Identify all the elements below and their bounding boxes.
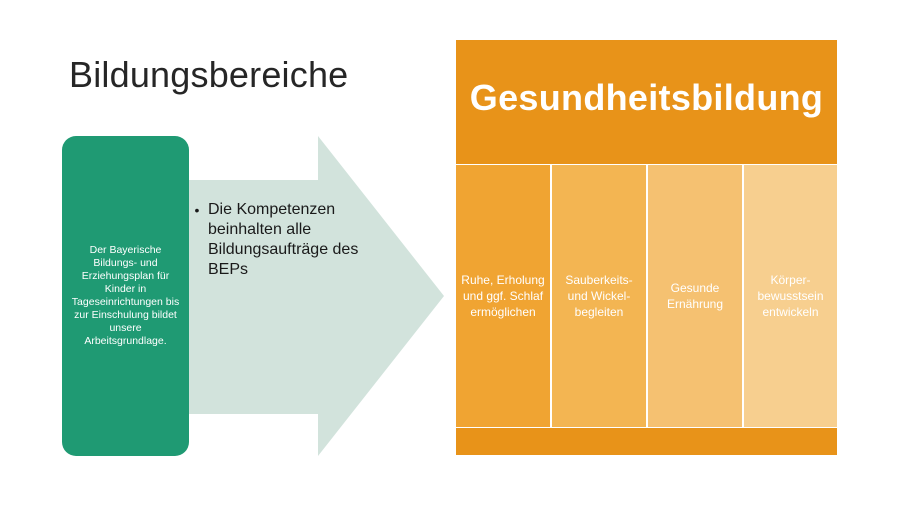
column-label: Gesunde Ernährung — [666, 281, 724, 311]
bullet-text: Die Kompetenzen beinhalten alle Bildungs… — [208, 201, 359, 278]
column-label: Körper-bewusstsein entwickeln — [757, 273, 824, 319]
gesundheitsbildung-panel: Gesundheitsbildung Ruhe, Erholung und gg… — [456, 40, 837, 455]
panel-column-1: Ruhe, Erholung und ggf. Schlaf ermöglich… — [456, 165, 550, 427]
bullet-dot-icon: • — [194, 202, 200, 218]
panel-footer — [456, 428, 837, 455]
column-label: Ruhe, Erholung und ggf. Schlaf ermöglich… — [461, 273, 545, 319]
green-box-text: Der Bayerische Bildungs- und Erziehungsp… — [71, 244, 180, 347]
green-info-box: Der Bayerische Bildungs- und Erziehungsp… — [62, 136, 189, 456]
column-label: Sauberkeits- und Wickel-begleiten — [565, 273, 633, 319]
panel-column-4: Körper-bewusstsein entwickeln — [744, 165, 837, 427]
panel-title: Gesundheitsbildung — [469, 77, 824, 118]
panel-column-3: Gesunde Ernährung — [648, 165, 742, 427]
slide-title: Bildungsbereiche — [69, 54, 349, 95]
panel-column-2: Sauberkeits- und Wickel-begleiten — [552, 165, 646, 427]
panel-header: Gesundheitsbildung — [456, 40, 837, 164]
